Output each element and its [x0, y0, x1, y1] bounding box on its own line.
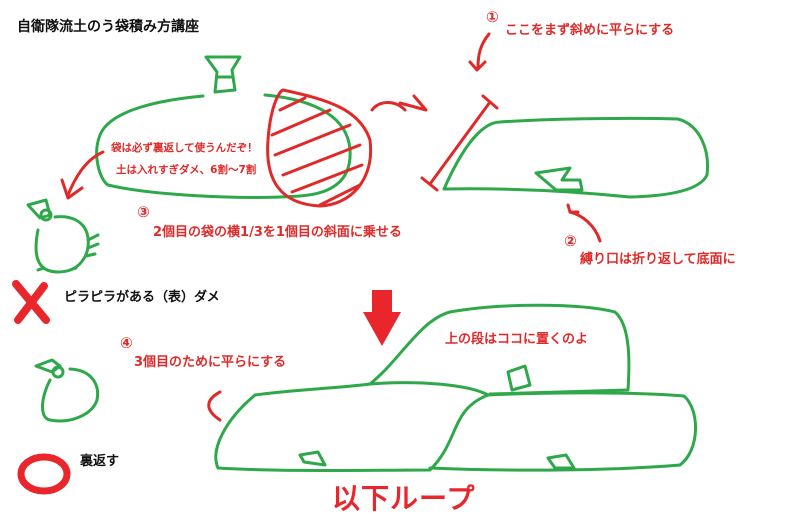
loop-label: 以下ループ [332, 482, 476, 515]
sandbag-stack [214, 303, 697, 472]
down-arrow-icon [363, 290, 401, 346]
sandbag-filled [95, 55, 352, 199]
step-1-number: ① [486, 8, 499, 26]
bag-tip-2: 土は入れすぎダメ、6割〜7割 [116, 164, 257, 176]
legend-bad-label: ピラピラがある（表）ダメ [64, 290, 220, 305]
sandbag-good [34, 358, 100, 423]
hatched-region [266, 88, 373, 208]
sandbag-bad [26, 198, 100, 274]
arrow-head [398, 94, 428, 112]
arrow-to-small-bag [66, 150, 105, 197]
step-2-text: 縛り口は折り返して底面に [580, 252, 736, 267]
legend-good-label: 裏返す [80, 454, 120, 469]
sandbag-flattened [442, 116, 710, 199]
arrow-to-flat [370, 101, 407, 112]
step-2-number: ② [564, 232, 577, 250]
step-3-text: 2個目の袋の横1/3を1個目の斜面に乗せる [153, 225, 402, 240]
page-title: 自衛隊流土のう袋積み方講座 [17, 19, 199, 35]
upper-tier-note: 上の段はココに置くのよ [445, 332, 589, 347]
cross-mark-icon [12, 280, 50, 324]
circle-mark-icon [17, 453, 71, 495]
step-4-number: ④ [120, 334, 133, 352]
bag-tip-1: 袋は必ず裏返して使うんだぞ！ [111, 142, 258, 154]
step-1-text: ここをまず斜めに平らにする [505, 23, 675, 38]
step-4-text: 3個目のために平らにする [134, 355, 287, 370]
step-3-number: ③ [137, 203, 150, 221]
